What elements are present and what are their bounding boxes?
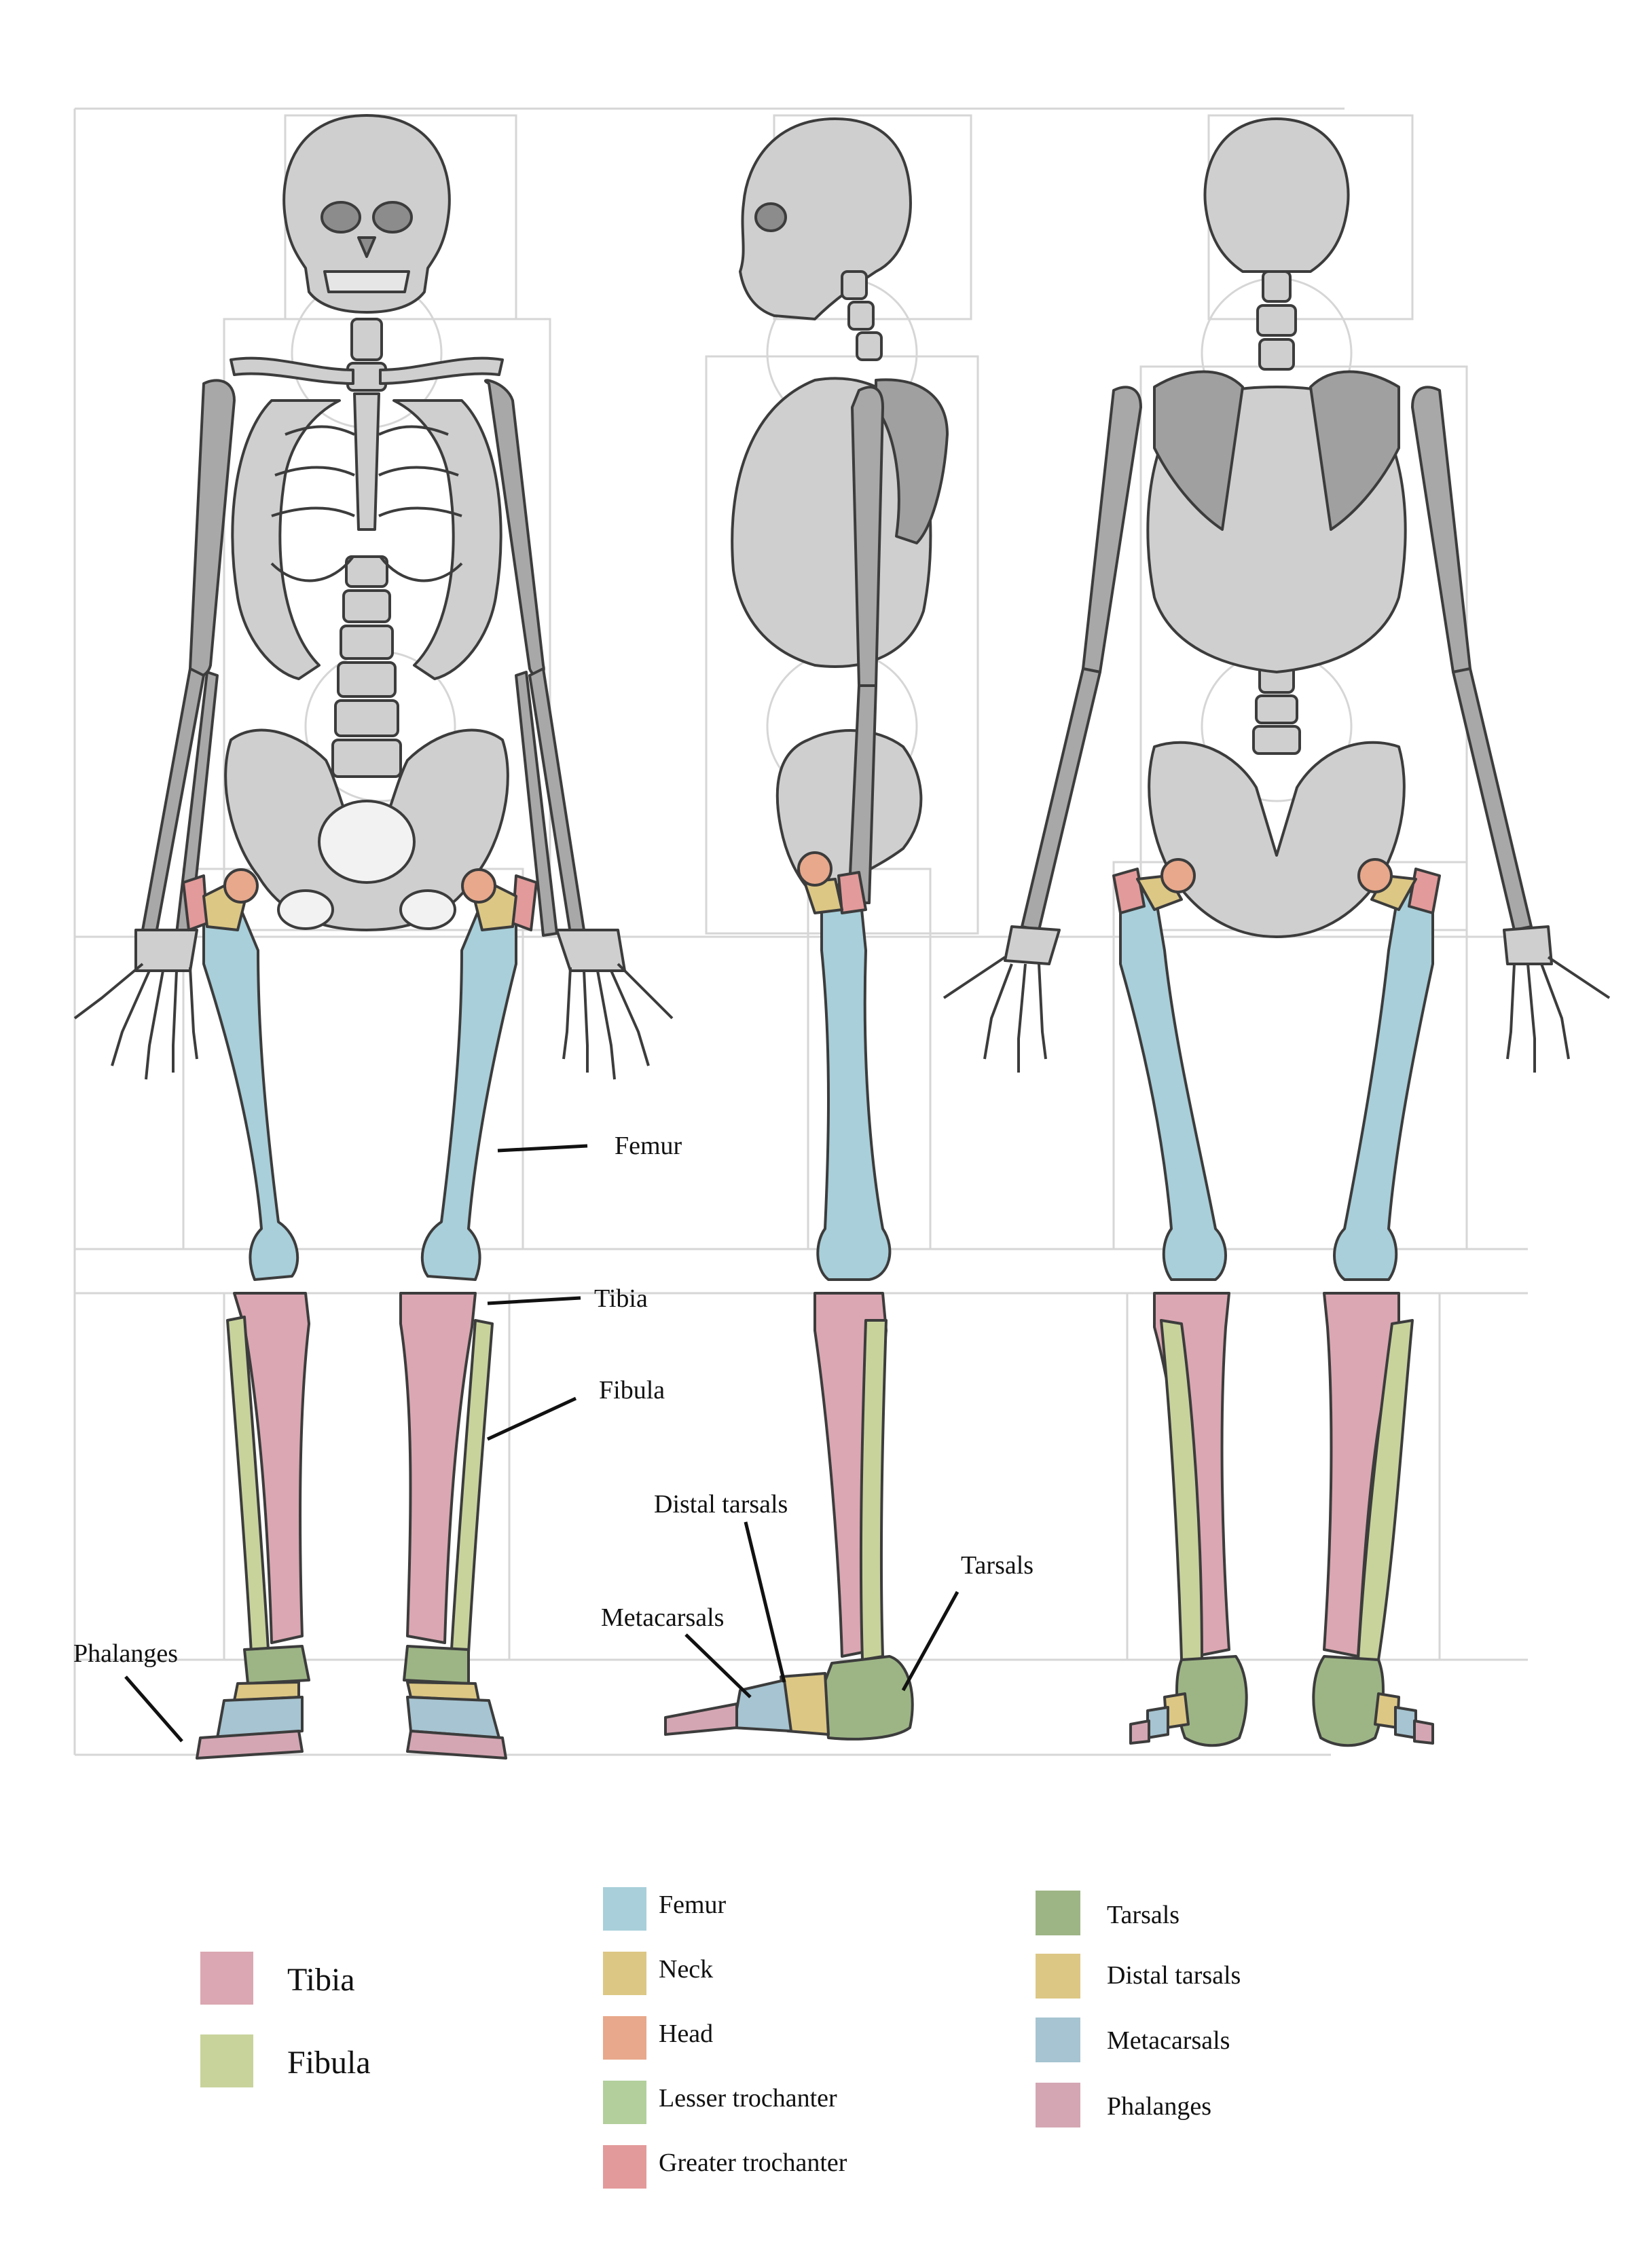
legend-label: Tibia xyxy=(287,1962,355,1998)
back-femur xyxy=(1333,888,1434,1281)
front-tibia xyxy=(233,1292,310,1644)
front-pelvis xyxy=(224,728,509,931)
front-clavicle xyxy=(230,356,354,385)
side-view xyxy=(664,117,949,1741)
side-femur xyxy=(816,881,892,1281)
back-phalanges xyxy=(1129,1719,1150,1745)
side-spine xyxy=(841,270,883,361)
back-greater-trochanter xyxy=(1112,868,1146,914)
back-arms xyxy=(943,386,1611,1073)
front-tarsals xyxy=(403,1645,470,1685)
front-femur-head xyxy=(461,868,496,904)
back-right-leg xyxy=(1312,858,1441,1747)
tarsals-leader xyxy=(901,1591,959,1692)
distal-tarsals-label: Distal tarsals xyxy=(654,1490,788,1519)
fibula-label: Fibula xyxy=(599,1376,665,1405)
front-femur xyxy=(202,908,299,1281)
legend-label: Head xyxy=(659,2020,713,2048)
legend-label: Metacarsals xyxy=(1107,2026,1230,2055)
tarsals-label: Tarsals xyxy=(961,1551,1034,1580)
femur-leader xyxy=(497,1144,588,1153)
back-metacarsals xyxy=(1394,1706,1417,1739)
back-tarsals xyxy=(1175,1655,1248,1747)
back-skull xyxy=(1203,117,1350,273)
front-phalanges xyxy=(406,1730,507,1760)
legend-label: Femur xyxy=(659,1891,727,1919)
front-metacarsals xyxy=(216,1696,304,1739)
legend-swatch-head xyxy=(603,2016,646,2060)
side-tarsals xyxy=(820,1655,914,1741)
callouts: Femur Tibia Fibula Phalanges Distal tars… xyxy=(73,1132,1034,1743)
tibia-label: Tibia xyxy=(594,1284,648,1313)
legend-swatch-greater-trochanter xyxy=(603,2145,646,2189)
distal-tarsals-leader xyxy=(744,1521,786,1683)
front-left-leg xyxy=(182,868,310,1760)
femur-label: Femur xyxy=(615,1132,682,1160)
legend-swatch-phalanges xyxy=(1036,2083,1080,2127)
phalanges-leader xyxy=(124,1675,183,1743)
front-spine xyxy=(331,318,402,778)
side-forearm xyxy=(847,684,877,904)
back-spine xyxy=(1252,270,1301,755)
back-pelvis xyxy=(1148,741,1406,938)
legend-label: Tarsals xyxy=(1107,1901,1179,1929)
metacarsals-label: Metacarsals xyxy=(601,1603,724,1632)
front-view xyxy=(73,114,674,1760)
side-phalanges xyxy=(664,1703,738,1736)
front-clavicle xyxy=(379,356,504,385)
legend-swatch-metacarsals xyxy=(1036,2018,1080,2062)
front-femur xyxy=(420,908,517,1281)
side-fibula xyxy=(859,1319,888,1661)
side-scapula xyxy=(875,378,949,544)
front-tarsals xyxy=(243,1645,310,1685)
side-femur-head xyxy=(797,851,833,887)
legend-label: Phalanges xyxy=(1107,2092,1211,2121)
front-arms xyxy=(73,379,674,1080)
back-tarsals xyxy=(1312,1655,1385,1747)
legend-label: Lesser trochanter xyxy=(659,2084,837,2113)
legend-label: Distal tarsals xyxy=(1107,1961,1241,1990)
metacarsals-leader xyxy=(684,1633,752,1698)
side-arm xyxy=(851,386,884,687)
front-femur-head xyxy=(223,868,259,904)
front-right-leg xyxy=(399,868,538,1760)
front-skull xyxy=(282,114,451,314)
legend-swatch-neck xyxy=(603,1952,646,1995)
front-phalanges xyxy=(196,1730,304,1760)
legend-swatch-tibia xyxy=(200,1952,253,2005)
back-view xyxy=(943,117,1611,1747)
legend-swatch-tarsals xyxy=(1036,1891,1080,1935)
back-left-leg xyxy=(1112,858,1248,1747)
fibula-leader xyxy=(486,1396,577,1441)
back-greater-trochanter xyxy=(1408,868,1441,914)
back-scapula xyxy=(1309,370,1400,531)
tibia-leader xyxy=(487,1296,581,1305)
back-scapula xyxy=(1153,370,1244,531)
legend: Tibia Fibula Femur Neck Head Lesser troc… xyxy=(200,1887,1241,2189)
legend-swatch-femur xyxy=(603,1887,646,1931)
front-tibia xyxy=(399,1292,477,1644)
legend-swatch-lesser-trochanter xyxy=(603,2081,646,2124)
legend-label: Neck xyxy=(659,1955,713,1984)
phalanges-label: Phalanges xyxy=(73,1639,178,1668)
legend-swatch-distal-tarsals xyxy=(1036,1954,1080,1999)
front-ribcage xyxy=(231,392,502,680)
legend-label: Greater trochanter xyxy=(659,2149,847,2177)
back-phalanges xyxy=(1413,1719,1434,1745)
side-skull xyxy=(739,117,912,320)
back-femur-head xyxy=(1160,858,1196,893)
back-femur xyxy=(1119,888,1227,1281)
back-metacarsals xyxy=(1146,1706,1169,1739)
legend-swatch-fibula xyxy=(200,2034,253,2087)
back-femur-head xyxy=(1357,858,1393,893)
legend-label: Fibula xyxy=(287,2045,371,2081)
